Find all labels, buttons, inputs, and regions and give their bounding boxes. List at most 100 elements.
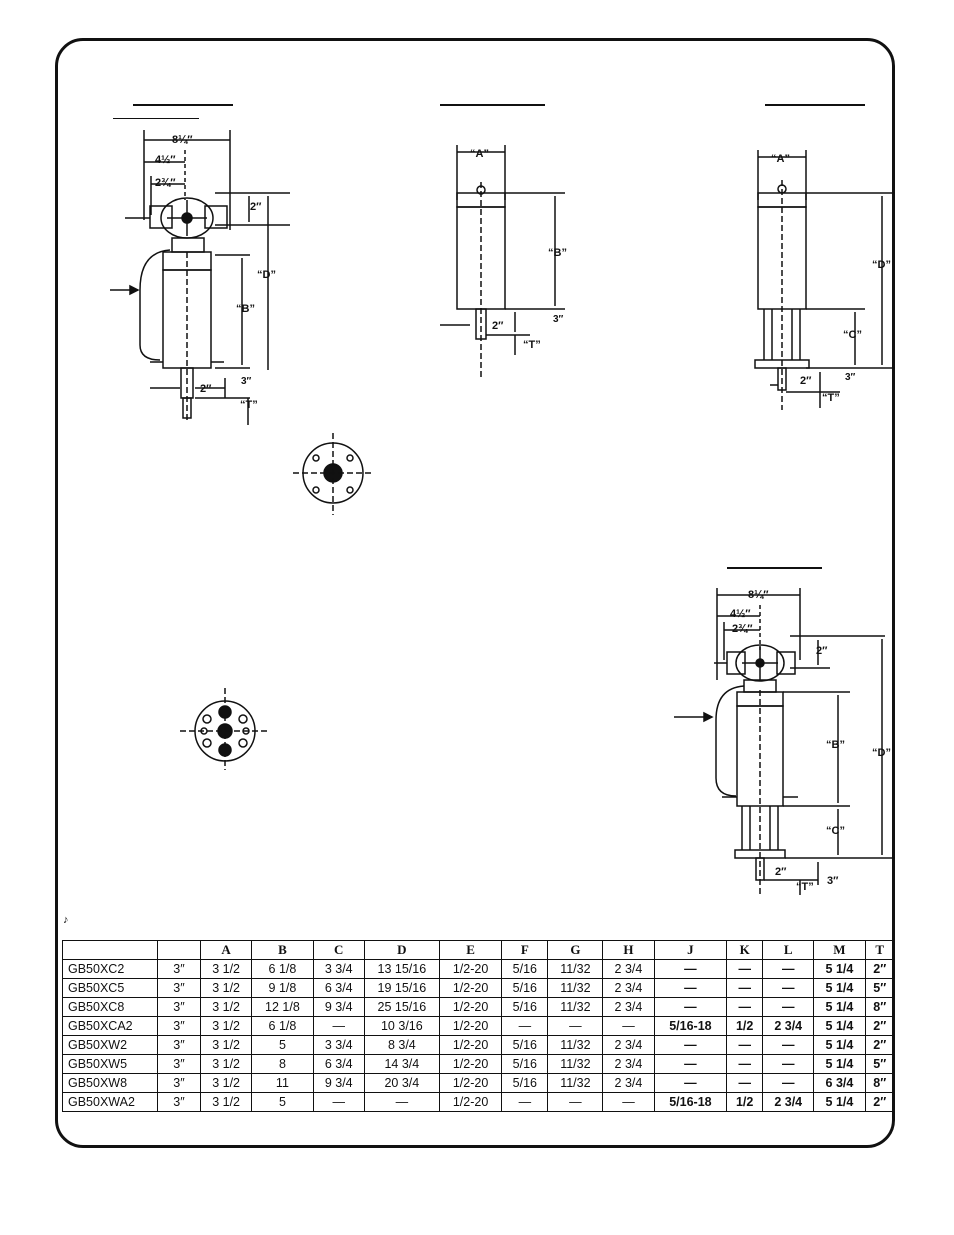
col-c: C: [312, 940, 365, 960]
col-d: D: [363, 940, 440, 960]
table-cell: 9 3/4: [312, 1073, 365, 1093]
table-header-row: A B C D E F G H J K L M T: [62, 940, 896, 960]
table-cell: 1/2: [726, 1016, 764, 1036]
table-cell: —: [312, 1092, 365, 1112]
dim-2-3-4-b: 2¾″: [732, 623, 753, 635]
dim-d-1: “D”: [257, 269, 276, 281]
table-cell: 3 3/4: [312, 959, 365, 979]
table-cell: 11/32: [547, 1054, 604, 1074]
col-size: [157, 940, 201, 960]
col-k: K: [726, 940, 764, 960]
dim-b-1: “B”: [236, 303, 255, 315]
dim-t-4: “T”: [796, 881, 814, 893]
table-cell: —: [547, 1016, 604, 1036]
table-cell: 5: [251, 1035, 314, 1055]
table-cell: 5: [251, 1092, 314, 1112]
dim-b-2: “B”: [548, 247, 567, 259]
table-cell: 5/16: [501, 1073, 549, 1093]
dim-3-1: 3″: [241, 376, 252, 387]
table-cell: 2 3/4: [602, 1035, 655, 1055]
table-cell: 5 1/4: [813, 959, 866, 979]
table-cell: —: [653, 997, 728, 1017]
col-b: B: [251, 940, 314, 960]
table-cell: 1/2-20: [438, 1073, 503, 1093]
dim-2-2: 2″: [492, 320, 504, 332]
cell-model: GB50XCA2: [62, 1016, 158, 1036]
table-cell: —: [312, 1016, 365, 1036]
dim-a-2: “A”: [470, 148, 489, 160]
title-rule-1: [133, 104, 233, 106]
title-rule-2: [440, 104, 545, 106]
table-cell: 6 1/8: [251, 959, 314, 979]
dim-2-head: 2″: [250, 201, 262, 213]
table-cell: 6 1/8: [251, 1016, 314, 1036]
cell-model: GB50XW8: [62, 1073, 158, 1093]
dim-2-3-4: 2¾″: [155, 177, 176, 189]
table-cell: 2″: [864, 959, 896, 979]
table-cell: —: [501, 1016, 549, 1036]
table-cell: 2 3/4: [762, 1092, 815, 1112]
table-cell: 6 3/4: [312, 1054, 365, 1074]
cell-model: GB50XC5: [62, 978, 158, 998]
col-l: L: [762, 940, 815, 960]
table-cell: 5 1/4: [813, 1054, 866, 1074]
table-cell: 5/16: [501, 1035, 549, 1055]
table-cell: —: [602, 1016, 655, 1036]
table-cell: 2 3/4: [602, 978, 655, 998]
table-cell: —: [602, 1092, 655, 1112]
table-cell: 3″: [157, 959, 201, 979]
col-h: H: [602, 940, 655, 960]
table-cell: 25 15/16: [363, 997, 440, 1017]
table-cell: —: [762, 959, 815, 979]
table-cell: —: [726, 1073, 764, 1093]
table-cell: 3″: [157, 1054, 201, 1074]
table-cell: 5 1/4: [813, 978, 866, 998]
table-cell: 5/16: [501, 959, 549, 979]
table-cell: 5″: [864, 978, 896, 998]
table-cell: —: [726, 978, 764, 998]
table-cell: 11: [251, 1073, 314, 1093]
table-cell: 8 3/4: [363, 1035, 440, 1055]
table-cell: 8″: [864, 1073, 896, 1093]
dim-t-1: “T”: [240, 399, 258, 411]
table-cell: 3 1/2: [199, 978, 253, 998]
table-cell: 3 3/4: [312, 1035, 365, 1055]
bolt-pattern-2: [180, 688, 270, 770]
col-e: E: [438, 940, 503, 960]
table-cell: 3″: [157, 1073, 201, 1093]
table-cell: 19 15/16: [363, 978, 440, 998]
bolt-pattern-1: [293, 433, 373, 515]
table-cell: 1/2-20: [438, 1016, 503, 1036]
table-cell: 5/16: [501, 978, 549, 998]
table-cell: 5/16-18: [653, 1016, 728, 1036]
table-cell: 8: [251, 1054, 314, 1074]
table-cell: 10 3/16: [363, 1016, 440, 1036]
dim-2-1: 2″: [200, 383, 212, 395]
cell-model: GB50XW2: [62, 1035, 158, 1055]
table-cell: 5/16: [501, 1054, 549, 1074]
table-cell: —: [762, 1035, 815, 1055]
table-cell: —: [653, 1054, 728, 1074]
title-rule-3: [765, 104, 865, 106]
table-cell: —: [653, 1035, 728, 1055]
table-cell: 2 3/4: [762, 1016, 815, 1036]
table-cell: 12 1/8: [251, 997, 314, 1017]
col-g: G: [547, 940, 604, 960]
table-cell: 5/16: [501, 997, 549, 1017]
table-cell: 14 3/4: [363, 1054, 440, 1074]
drawing-1: 8¼″ 4½″ 2¾″ 2″ “B” “D”: [110, 130, 290, 425]
table-cell: 1/2: [726, 1092, 764, 1112]
table-cell: —: [762, 1054, 815, 1074]
table-cell: 3 1/2: [199, 1073, 253, 1093]
dim-a-3: “A”: [771, 153, 790, 165]
table-cell: 11/32: [547, 997, 604, 1017]
table-cell: 2″: [864, 1016, 896, 1036]
table-cell: 1/2-20: [438, 1092, 503, 1112]
table-cell: 1/2-20: [438, 1035, 503, 1055]
dim-8-1-4: 8¼″: [172, 134, 193, 146]
